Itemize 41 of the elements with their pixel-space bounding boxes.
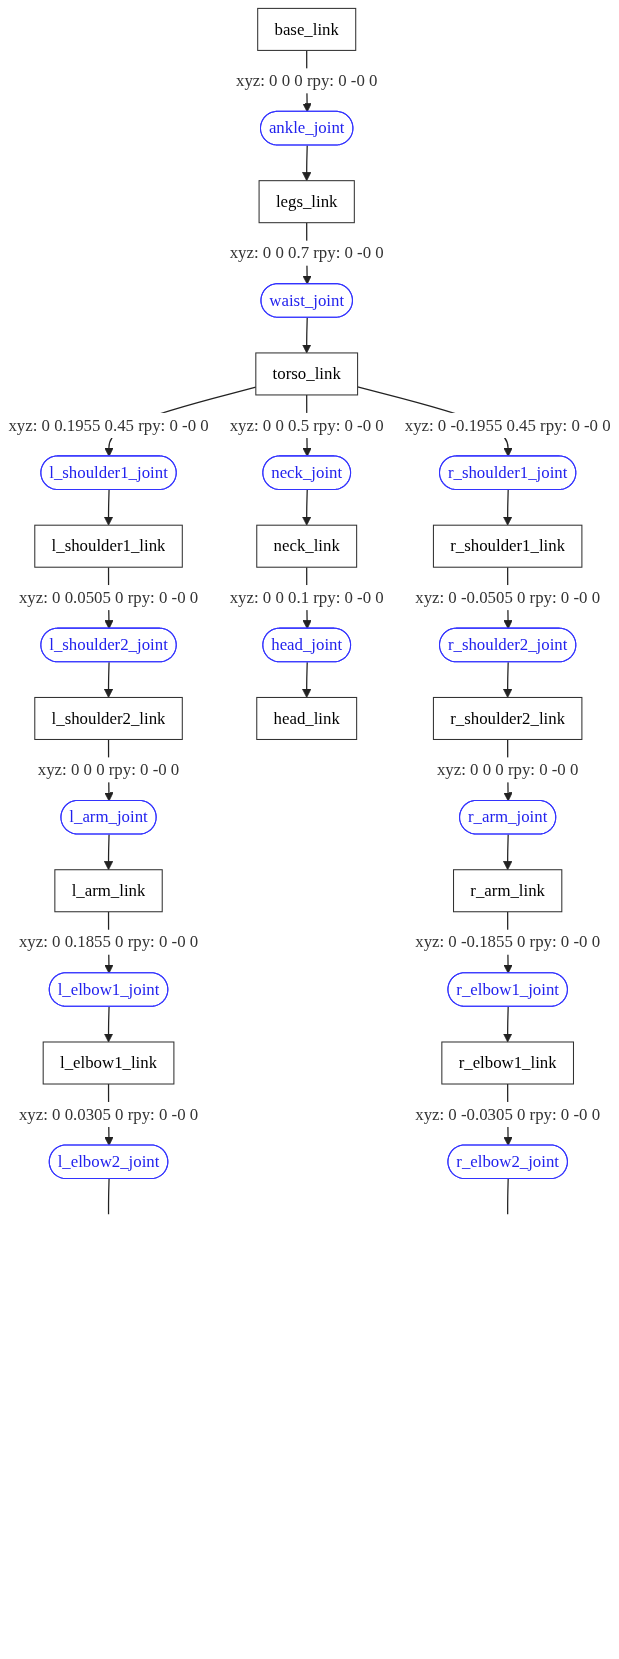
arrow bbox=[103, 489, 114, 526]
node-box: neck_link bbox=[256, 524, 358, 568]
edge-label: xyz: 0 0 0 rpy: 0 -0 0 bbox=[235, 71, 378, 90]
node-box: l_shoulder2_link bbox=[34, 696, 183, 740]
node-box: base_link bbox=[257, 7, 357, 51]
arrow bbox=[503, 489, 513, 526]
arrow bbox=[302, 661, 312, 698]
node-box: l_shoulder1_link bbox=[34, 524, 183, 568]
connector bbox=[107, 1178, 110, 1215]
arrow bbox=[302, 144, 312, 182]
edge-label: xyz: 0 0 0 rpy: 0 -0 0 bbox=[436, 760, 579, 779]
node-box: l_elbow1_link bbox=[42, 1041, 175, 1085]
arrow bbox=[503, 661, 513, 698]
edge-label: xyz: 0 0.0305 0 rpy: 0 -0 0 bbox=[18, 1105, 199, 1123]
node-box: legs_link bbox=[258, 180, 355, 224]
arrow bbox=[302, 317, 312, 354]
arrow bbox=[103, 833, 114, 871]
edge-label: xyz: 0 -0.0305 0 rpy: 0 -0 0 bbox=[415, 1105, 601, 1123]
edge-label: xyz: 0 0.1955 0.45 rpy: 0 -0 0 bbox=[8, 415, 209, 434]
node-box: l_arm_link bbox=[54, 869, 163, 913]
edge-label: xyz: 0 0 0.1 rpy: 0 -0 0 bbox=[229, 588, 384, 607]
edge-label: xyz: 0 -0.1955 0.45 rpy: 0 -0 0 bbox=[404, 415, 611, 434]
edge-label: xyz: 0 0.0505 0 rpy: 0 -0 0 bbox=[18, 588, 199, 607]
connector bbox=[507, 1178, 509, 1215]
edge-label: xyz: 0 -0.0505 0 rpy: 0 -0 0 bbox=[415, 588, 601, 607]
arrow bbox=[503, 833, 513, 871]
node-box: torso_link bbox=[255, 352, 359, 396]
node-box: r_arm_link bbox=[453, 869, 563, 913]
edge-label: xyz: 0 0 0.5 rpy: 0 -0 0 bbox=[229, 415, 384, 434]
arrow bbox=[103, 661, 114, 698]
arrow bbox=[103, 1006, 114, 1043]
edge-label: xyz: 0 0.1855 0 rpy: 0 -0 0 bbox=[18, 932, 199, 951]
edge-label: xyz: 0 -0.1855 0 rpy: 0 -0 0 bbox=[415, 932, 601, 951]
node-box: r_elbow1_link bbox=[441, 1041, 574, 1085]
arrow bbox=[503, 1006, 513, 1043]
node-box: r_shoulder2_link bbox=[432, 696, 583, 740]
edge-label: xyz: 0 0 0 rpy: 0 -0 0 bbox=[37, 760, 180, 779]
node-box: r_shoulder1_link bbox=[432, 524, 583, 568]
node-box: head_link bbox=[256, 696, 358, 740]
edge-label: xyz: 0 0 0.7 rpy: 0 -0 0 bbox=[229, 243, 384, 262]
arrow bbox=[302, 489, 312, 526]
